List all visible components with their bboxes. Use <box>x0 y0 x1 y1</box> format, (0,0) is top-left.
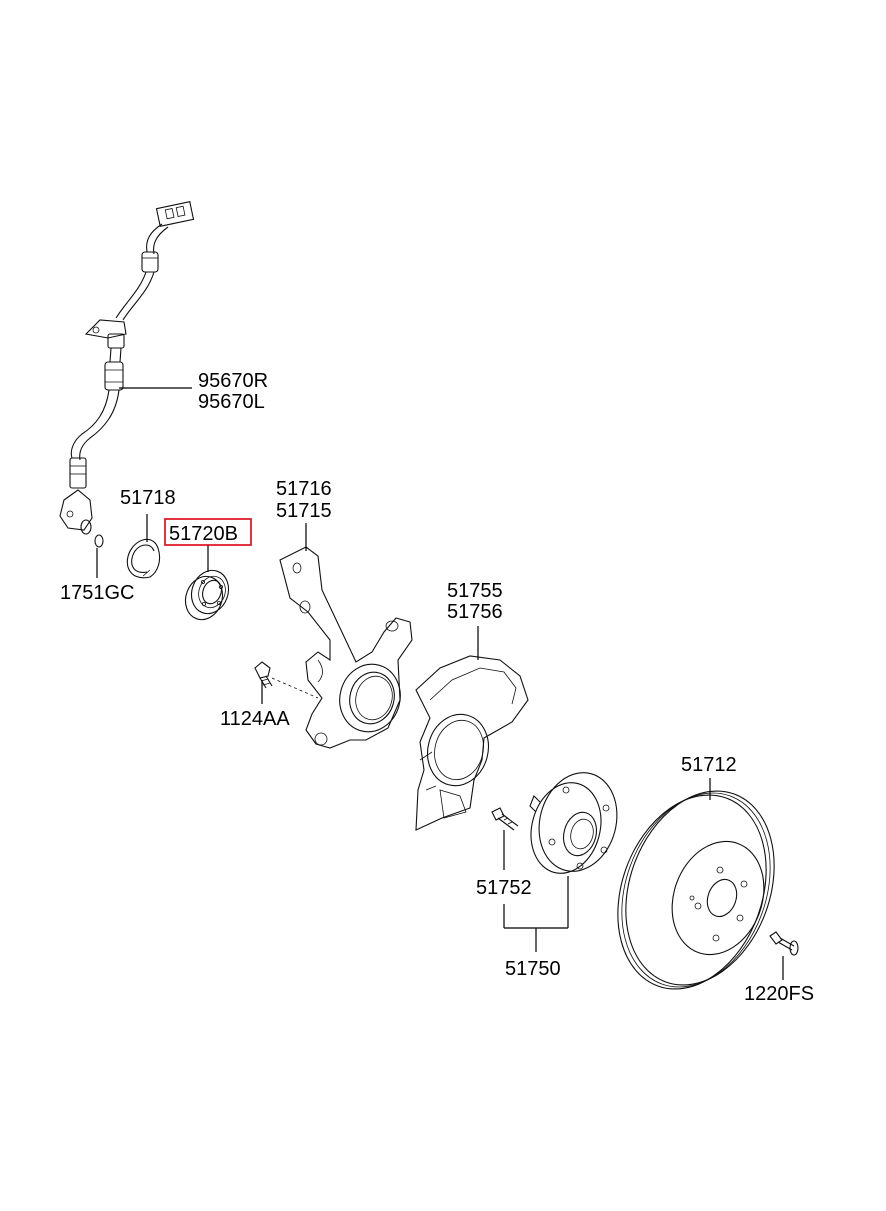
wheel-bearing[interactable] <box>180 565 235 625</box>
label-1220FS[interactable]: 1220FS <box>744 983 814 1005</box>
label-51755[interactable]: 51755 <box>447 580 503 602</box>
o-ring[interactable] <box>94 534 104 548</box>
highlight-box <box>164 518 252 546</box>
label-51756[interactable]: 51756 <box>447 601 503 623</box>
leader-lines <box>96 387 784 980</box>
label-51750[interactable]: 51750 <box>505 958 561 980</box>
label-1751GC[interactable]: 1751GC <box>60 582 135 604</box>
label-51715[interactable]: 51715 <box>276 500 332 522</box>
dust-cover[interactable] <box>415 655 529 831</box>
wheel-speed-sensor-harness[interactable] <box>59 201 195 535</box>
steering-knuckle[interactable] <box>279 546 413 749</box>
label-51712[interactable]: 51712 <box>681 754 737 776</box>
label-95670L[interactable]: 95670L <box>198 391 265 413</box>
snap-ring[interactable] <box>126 538 161 579</box>
label-1124AA[interactable]: 1124AA <box>220 708 290 730</box>
brake-disc[interactable] <box>592 770 800 1010</box>
disc-screw[interactable] <box>769 931 799 956</box>
label-51752[interactable]: 51752 <box>476 877 532 899</box>
wheel-hub[interactable] <box>521 764 627 881</box>
knuckle-bolt[interactable] <box>254 661 319 699</box>
label-51718[interactable]: 51718 <box>120 487 176 509</box>
label-95670R[interactable]: 95670R <box>198 370 268 392</box>
hub-bolt[interactable] <box>491 807 519 831</box>
label-51720B[interactable]: 51720B <box>169 523 238 545</box>
label-51716[interactable]: 51716 <box>276 478 332 500</box>
